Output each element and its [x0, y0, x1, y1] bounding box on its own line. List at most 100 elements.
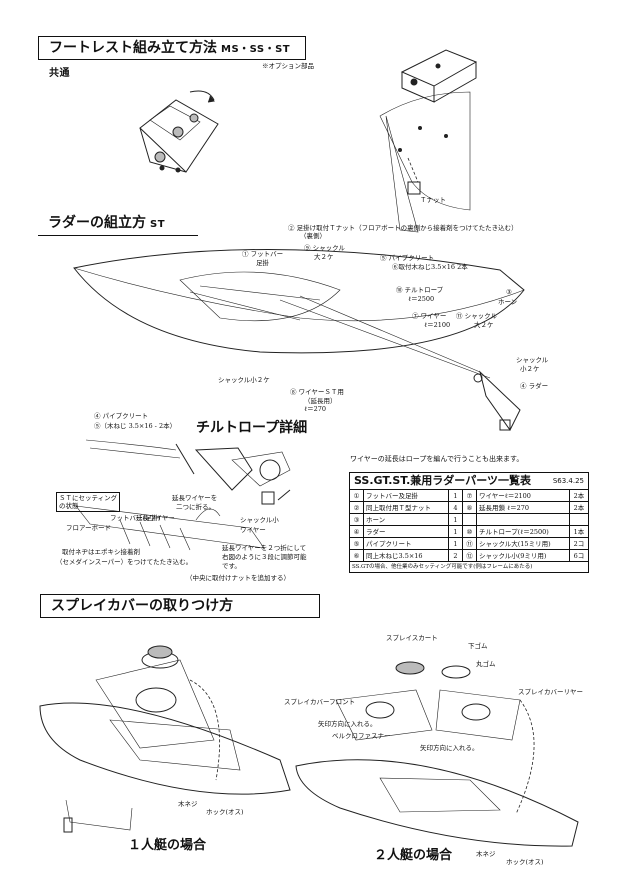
st-setting: ＳＴにセッティング	[59, 494, 118, 502]
parts-table-cell-q2: 2本	[569, 501, 589, 514]
spray-title: スプレイカバーの取りつけ方	[51, 598, 234, 614]
parts-table-cell-q2: 2本	[569, 489, 589, 502]
rudder-section-title: ラダーの組立方 ST	[38, 212, 198, 236]
label-footbar: ① フットバー	[242, 250, 284, 258]
parts-table-cell-q1: 1	[447, 489, 463, 502]
kayak-rudder-illustration	[73, 248, 525, 431]
parts-table-cell-n1: ①	[349, 489, 364, 502]
label-wood-screw2: 木ネジ	[476, 850, 496, 858]
parts-table-cell-n1: ②	[349, 501, 364, 514]
parts-table-cell-q2: 2コ	[569, 537, 589, 550]
parts-table-cell-name2: 延長用鎖 ℓ＝270	[475, 501, 571, 514]
label-t-nut: ② 足掛け取付Ｔナット（フロアボートの裏側から接着剤をつけてたたき込む）	[288, 224, 518, 232]
option-note: ※オプション部品	[262, 62, 314, 70]
tilt-floorboard: フロアーボード	[66, 524, 112, 532]
label-shackle-small1: シャックル小２ケ	[218, 376, 270, 384]
tilt-footbar: フットバー(足掛)	[110, 514, 161, 522]
label-shackle-11: ⑪ シャックル	[456, 312, 497, 320]
label-t-nut-b: （裏側）	[300, 232, 326, 240]
label-wood-screw1: 木ネジ	[178, 800, 198, 808]
label-tilt-rope-b: ℓ＝2500	[408, 295, 435, 303]
parts-table-cell-q2: 6コ	[569, 549, 589, 562]
spray-cover-double-illustration	[295, 661, 579, 847]
label-cover-rear: スプレイカバーリヤー	[518, 688, 583, 696]
label-pipe-cleat: ⑤ パイプクリート	[380, 254, 435, 262]
label-hook2: ホック(オス)	[506, 858, 544, 866]
parts-table-cell-name2	[475, 513, 571, 526]
parts-table-cell-n1: ⑤	[349, 537, 364, 550]
footrest-mount-illustration	[379, 49, 478, 233]
parts-table-cell-n2: ⑧	[461, 501, 477, 514]
parts-table-cell-n2: ⑩	[461, 525, 477, 538]
label-shackle-11b: 大２ケ	[474, 321, 494, 329]
tilt-rope-title: チルトロープ詳細	[196, 420, 308, 436]
tilt-shackle: シャックル小	[240, 516, 279, 524]
label-cover-front: スプレイカバーフロント	[284, 698, 356, 706]
spray-cover-single-illustration	[39, 645, 291, 833]
label-arrow-in1: 矢印方向に入れる。	[318, 720, 377, 728]
label-shackle-9: ⑨ シャックル	[304, 244, 345, 252]
parts-table-cell-n2	[461, 513, 477, 526]
label-rudder: ④ ラダー	[520, 382, 549, 390]
parts-table-cell-name1: 同上取付用Ｔ型ナット	[363, 501, 449, 514]
rudder-subtitle: ST	[150, 219, 166, 230]
parts-table-date: S63.4.25	[552, 477, 584, 485]
parts-table-cell-q1: 1	[447, 525, 463, 538]
tilt-fold-note2: 右図のように３段に調節可能	[222, 553, 307, 561]
parts-table-title: SS.GT.ST.兼用ラダーパーツ一覧表	[354, 474, 531, 487]
parts-table-cell-name2: チルトロープ(ℓ＝2500)	[475, 525, 571, 538]
label-wire-8: ⑧ ワイヤーＳＴ用	[290, 388, 344, 396]
st-setting-box: ＳＴにセッティング の状態	[56, 492, 121, 512]
tilt-ext-wire: 延長ワイヤー	[136, 514, 175, 522]
label-tilt-rope: ⑩ チルトロープ	[396, 286, 444, 294]
label-lower-rubber: 下ゴム	[468, 642, 488, 650]
parts-table-cell-n2: ⑦	[461, 489, 477, 502]
parts-table-cell-n1: ⑥	[349, 549, 364, 562]
tilt-screws: ⑤（木ねじ 3.5×16 - 2本）	[94, 422, 177, 430]
parts-table-cell-q1: 2	[447, 549, 463, 562]
label-double-kayak: ２人艇の場合	[374, 848, 453, 863]
label-shackle-small2b: 小２ケ	[520, 365, 540, 373]
rudder-title: ラダーの組立方	[48, 215, 146, 231]
wire-extension-note: ワイヤーの延長はロープを編んで行うことも出来ます。	[350, 455, 524, 463]
parts-table-cell-q1: 1	[447, 537, 463, 550]
label-round-rubber: 丸ゴム	[476, 660, 496, 668]
parts-table-cell-q2: 1本	[569, 525, 589, 538]
footrest-subtitle: MS・SS・ST共通	[49, 44, 291, 79]
spray-section-title: スプレイカバーの取りつけ方	[40, 594, 320, 618]
parts-table-header: SS.GT.ST.兼用ラダーパーツ一覧表 S63.4.25	[349, 472, 589, 489]
tilt-screw-note2: （セメダインスーパー）をつけてたたき込む。	[56, 558, 193, 566]
label-wire-8c: ℓ＝270	[304, 405, 327, 413]
tilt-fold-note: 延長ワイヤーを２つ折にして	[222, 544, 307, 552]
parts-table-cell-name1: ホーン	[363, 513, 449, 526]
footrest-title: フートレスト組み立て方法	[49, 40, 217, 56]
parts-table-cell-name2: シャックル小(9ミリ用)	[475, 549, 571, 562]
tilt-ext-wire3: 二つに折る。	[176, 503, 215, 511]
label-horn-num: ③	[506, 288, 512, 296]
label-wire-8b: （延長用）	[304, 397, 337, 405]
parts-table-cell-name1: パイプクリート	[363, 537, 449, 550]
tilt-ext-wire2: 延長ワイヤーを	[172, 494, 218, 502]
parts-table-cell-name1: ラダー	[363, 525, 449, 538]
label-wire-7: ⑦ ワイヤー	[412, 312, 447, 320]
parts-table-cell-n1: ④	[349, 525, 364, 538]
parts-table-cell-name2: ワイヤーℓ＝2100	[475, 489, 571, 502]
parts-table-note: SS.GTの場合、他仕業のみセッティング可能です(例はフレームにあたる)	[349, 562, 589, 573]
parts-table-cell-n2: ⑪	[461, 537, 477, 550]
tilt-screw-note: 取付ネヂはエポキシ接着剤	[62, 548, 140, 556]
label-shackle-small2: シャックル	[516, 356, 549, 364]
label-pipe-cleat-b: ⑥取付木ねじ3.5×16 2本	[392, 263, 468, 271]
tilt-fold-note3: です。	[222, 562, 241, 570]
label-wire-7b: ℓ＝2100	[424, 321, 451, 329]
label-single-kayak: １人艇の場合	[128, 838, 207, 853]
parts-table-cell-q2	[569, 513, 589, 526]
parts-table-cell-name1: フットバー及足掛	[363, 489, 449, 502]
